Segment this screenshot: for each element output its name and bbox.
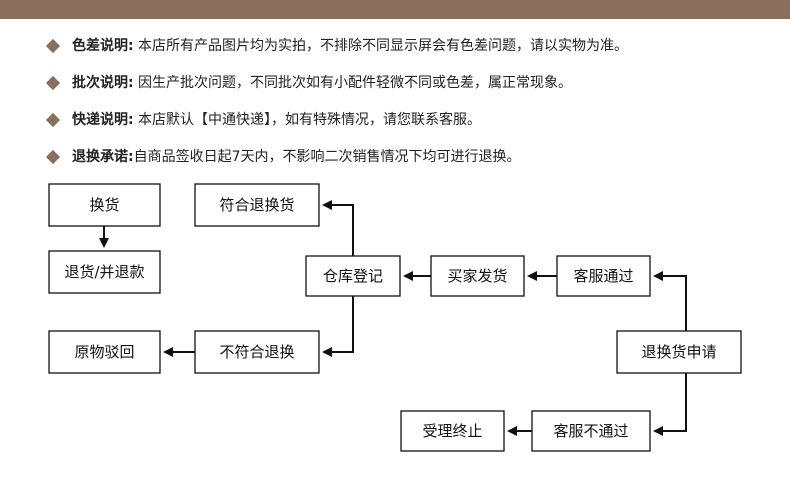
- label-rejected: 原物驳回: [74, 343, 134, 361]
- label-eligible: 符合退换货: [219, 196, 294, 214]
- note-batch: 批次说明: 因生产批次问题，不同批次如有小配件轻微不同或色差，属正常现象。: [45, 73, 786, 110]
- note-text: 因生产批次问题，不同批次如有小配件轻微不同或色差，属正常现象。: [133, 75, 573, 91]
- note-label: 退换承诺:: [72, 149, 134, 165]
- arrow-warehouse-to-eligible: [322, 200, 354, 256]
- policy-notes: 色差说明: 本店所有产品图片均为实拍，不排除不同显示屏会有色差问题，请以实物为准…: [45, 36, 786, 184]
- box-apply: [616, 330, 742, 374]
- arrow-apply-to-cs-reject: [653, 373, 687, 436]
- label-cs-reject: 客服不通过: [553, 422, 628, 440]
- box-eligible: [194, 183, 320, 227]
- note-text: 自商品签收日起7天内，不影响二次销售情况下均可进行退换。: [133, 149, 521, 165]
- arrow-warehouse-to-not-eligible: [322, 296, 354, 357]
- label-not-eligible: 不符合退换: [219, 343, 294, 361]
- label-refund: 退货/并退款: [64, 263, 144, 281]
- box-terminated: [400, 410, 505, 452]
- top-banner-bar: [0, 0, 790, 19]
- note-color-difference: 色差说明: 本店所有产品图片均为实拍，不排除不同显示屏会有色差问题，请以实物为准…: [45, 36, 786, 73]
- note-label: 批次说明:: [72, 75, 134, 91]
- box-refund: [48, 250, 161, 294]
- label-terminated: 受理终止: [422, 422, 482, 440]
- box-rejected: [48, 330, 161, 374]
- label-buyer-ship: 买家发货: [447, 267, 507, 285]
- label-apply: 退换货申请: [641, 343, 716, 361]
- note-label: 色差说明:: [72, 38, 134, 54]
- note-text: 本店默认【中通快递】，如有特殊情况，请您联系客服。: [133, 112, 482, 128]
- label-cs-approve: 客服通过: [573, 267, 633, 285]
- note-label: 快递说明:: [72, 112, 134, 128]
- note-text: 本店所有产品图片均为实拍，不排除不同显示屏会有色差问题，请以实物为准。: [133, 38, 629, 54]
- note-return-promise: 退换承诺:自商品签收日起7天内，不影响二次销售情况下均可进行退换。: [45, 147, 786, 184]
- label-exchange: 换货: [89, 196, 119, 214]
- label-warehouse: 仓库登记: [323, 267, 383, 285]
- arrow-apply-to-cs-approve: [653, 271, 687, 331]
- note-shipping: 快递说明: 本店默认【中通快递】，如有特殊情况，请您联系客服。: [45, 110, 786, 147]
